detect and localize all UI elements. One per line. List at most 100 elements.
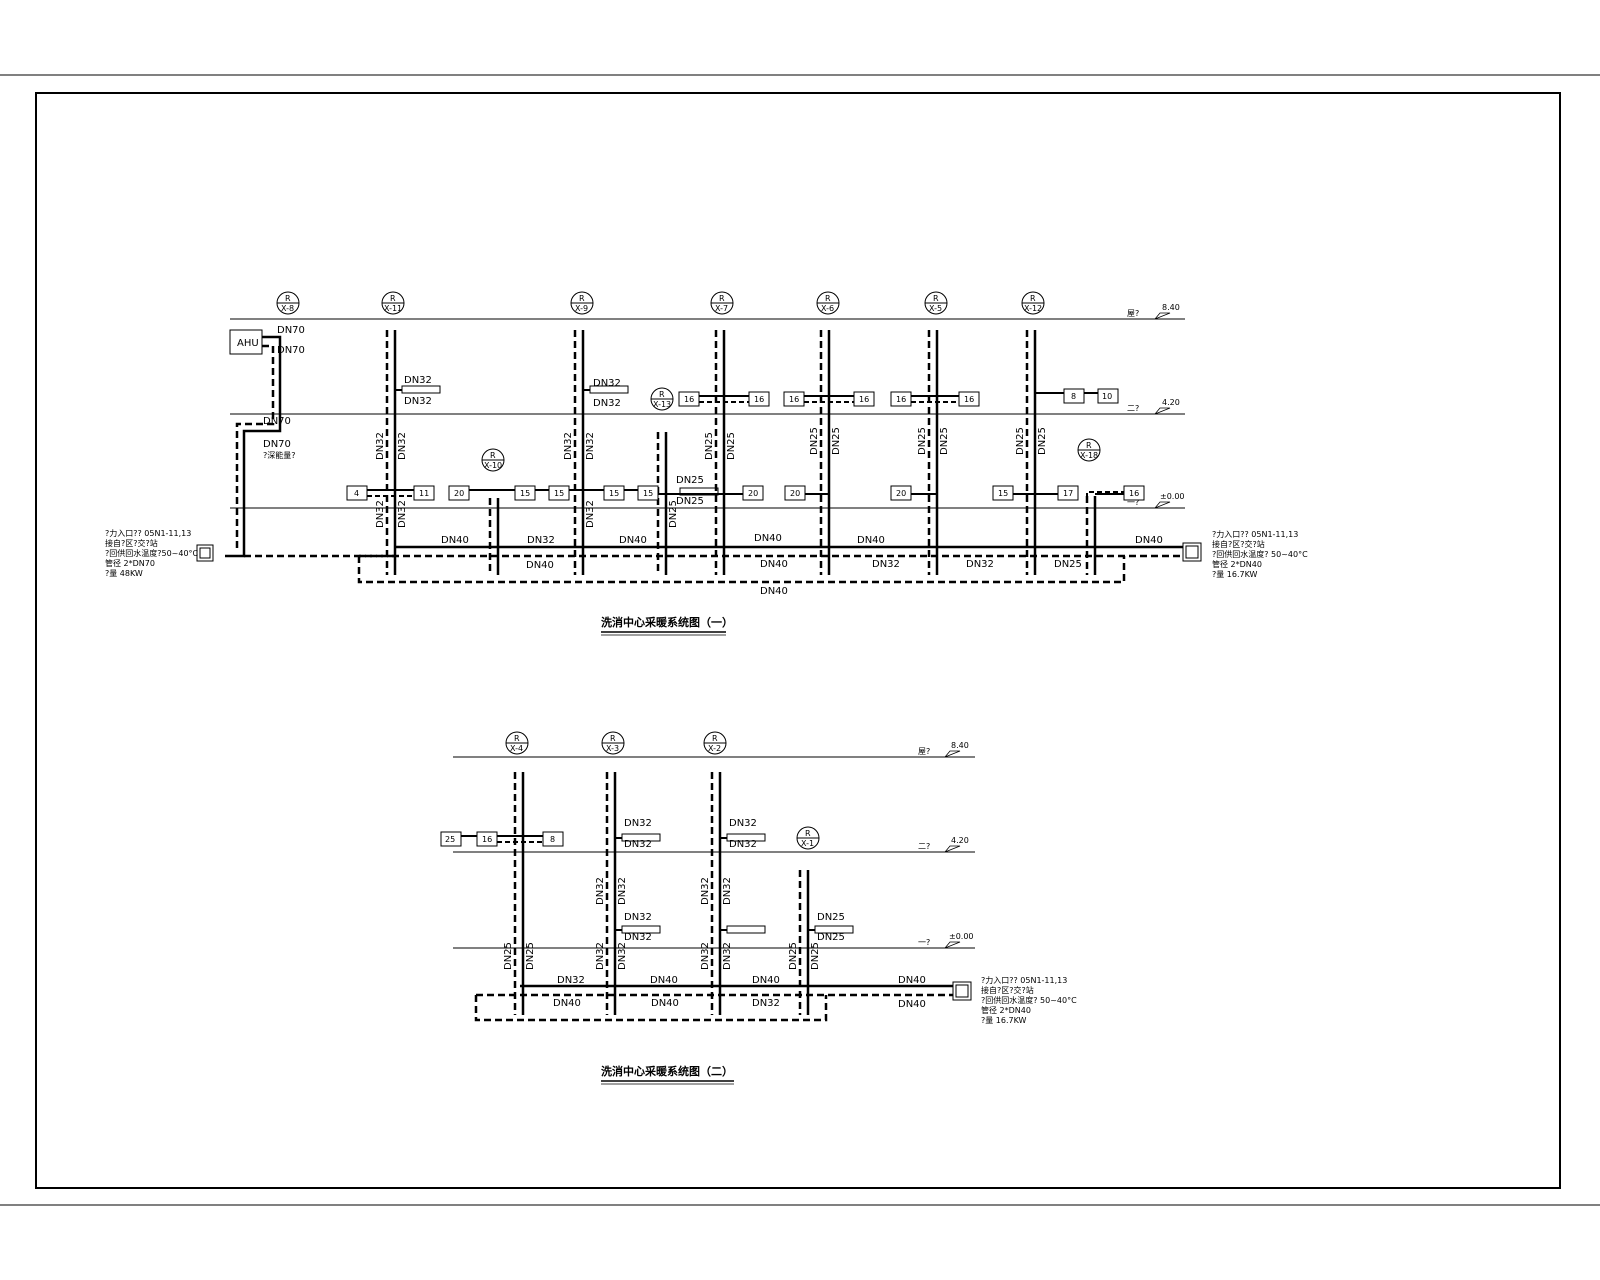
svg-text:DN32: DN32 <box>563 432 574 460</box>
svg-text:DN32: DN32 <box>404 375 432 386</box>
svg-text:8: 8 <box>1071 392 1076 401</box>
svg-text:±0.00: ±0.00 <box>949 932 974 941</box>
svg-text:±0.00: ±0.00 <box>1160 492 1185 501</box>
svg-text:二?: 二? <box>918 842 930 851</box>
svg-text:DN32: DN32 <box>722 942 733 970</box>
svg-text:?力入口?? 05N1-11,13: ?力入口?? 05N1-11,13 <box>1212 529 1298 539</box>
svg-text:DN32: DN32 <box>966 559 994 570</box>
riser-tag: R X-3 <box>601 731 625 755</box>
svg-text:X-4: X-4 <box>510 744 523 753</box>
svg-text:DN32: DN32 <box>595 877 606 905</box>
svg-text:X-11: X-11 <box>384 304 402 313</box>
svg-text:一?: 一? <box>918 938 930 947</box>
svg-text:管径 2*DN40: 管径 2*DN40 <box>981 1005 1031 1015</box>
svg-text:8: 8 <box>550 835 555 844</box>
svg-text:DN25: DN25 <box>676 475 704 486</box>
riser-tag: R X-5 <box>924 291 948 315</box>
diagram-1: 屋? 8.40 二? 4.20 一? ±0.00 R X-8 R X-11 <box>105 291 1308 636</box>
radiators: 25 16 8 <box>440 831 854 934</box>
svg-text:R: R <box>1086 441 1092 450</box>
svg-text:DN32: DN32 <box>700 942 711 970</box>
svg-text:DN70: DN70 <box>263 439 291 450</box>
svg-text:洗消中心采暖系统图（二）: 洗消中心采暖系统图（二） <box>601 1064 733 1078</box>
radiators-upper: 16 16 16 16 16 16 8 10 <box>395 385 1119 407</box>
svg-text:17: 17 <box>1063 489 1073 498</box>
svg-text:DN25: DN25 <box>809 427 820 455</box>
svg-text:洗消中心采暖系统图（一）: 洗消中心采暖系统图（一） <box>601 615 733 629</box>
svg-text:DN25: DN25 <box>817 932 845 943</box>
svg-text:16: 16 <box>789 395 799 404</box>
svg-text:R: R <box>719 294 725 303</box>
level-label: 屋? 8.40 <box>918 741 969 758</box>
riser-tag: R X-18 <box>1077 438 1101 462</box>
svg-text:DN25: DN25 <box>939 427 950 455</box>
svg-text:DN32: DN32 <box>593 378 621 389</box>
svg-text:X-9: X-9 <box>575 304 588 313</box>
svg-text:16: 16 <box>1129 489 1139 498</box>
svg-text:X-5: X-5 <box>929 304 942 313</box>
riser-tag: R X-2 <box>703 731 727 755</box>
pipe-labels: DN32 DN32 DN32 DN32 DN32 DN32 DN32 DN32 … <box>503 818 926 1010</box>
svg-text:R: R <box>805 829 811 838</box>
svg-text:DN40: DN40 <box>553 998 581 1009</box>
supply-main <box>244 545 1183 584</box>
svg-text:?回供回水温度?50~40°C: ?回供回水温度?50~40°C <box>105 548 199 558</box>
svg-text:20: 20 <box>790 489 800 498</box>
riser-pipes <box>385 330 1097 575</box>
svg-text:X-12: X-12 <box>1024 304 1042 313</box>
svg-text:DN40: DN40 <box>857 535 885 546</box>
riser-tag: R X-9 <box>570 291 594 315</box>
radiators-lower: 4 11 20 15 15 15 15 20 20 20 15 17 16 <box>346 485 1145 501</box>
svg-text:DN25: DN25 <box>668 500 679 528</box>
svg-text:DN32: DN32 <box>585 432 596 460</box>
svg-text:DN32: DN32 <box>557 975 585 986</box>
svg-text:16: 16 <box>859 395 869 404</box>
svg-text:R: R <box>514 734 520 743</box>
supply-main <box>474 984 953 1022</box>
svg-text:DN25: DN25 <box>726 432 737 460</box>
svg-text:X-8: X-8 <box>281 304 294 313</box>
svg-text:15: 15 <box>998 489 1008 498</box>
svg-text:X-6: X-6 <box>821 304 834 313</box>
svg-text:?深能量?: ?深能量? <box>263 450 296 460</box>
svg-text:DN25: DN25 <box>704 432 715 460</box>
svg-text:DN32: DN32 <box>404 396 432 407</box>
svg-text:DN40: DN40 <box>441 535 469 546</box>
svg-text:20: 20 <box>454 489 464 498</box>
svg-text:R: R <box>610 734 616 743</box>
svg-text:15: 15 <box>520 489 530 498</box>
svg-text:X-13: X-13 <box>653 400 671 409</box>
svg-text:X-2: X-2 <box>708 744 721 753</box>
svg-text:4.20: 4.20 <box>1162 398 1180 407</box>
svg-text:DN32: DN32 <box>617 877 628 905</box>
riser-tag: R X-4 <box>505 731 529 755</box>
diagram-title: 洗消中心采暖系统图（一） <box>601 615 733 636</box>
svg-text:?力入口?? 05N1-11,13: ?力入口?? 05N1-11,13 <box>981 975 1067 985</box>
svg-text:DN32: DN32 <box>700 877 711 905</box>
svg-text:DN32: DN32 <box>527 535 555 546</box>
svg-text:R: R <box>579 294 585 303</box>
svg-text:4: 4 <box>354 489 359 498</box>
svg-text:DN40: DN40 <box>760 586 788 597</box>
svg-text:DN32: DN32 <box>375 432 386 460</box>
svg-text:DN25: DN25 <box>831 427 842 455</box>
svg-text:8.40: 8.40 <box>951 741 969 750</box>
svg-text:X-10: X-10 <box>484 461 502 470</box>
svg-text:?回供回水温度? 50~40°C: ?回供回水温度? 50~40°C <box>1212 549 1308 559</box>
svg-text:DN40: DN40 <box>754 533 782 544</box>
svg-text:R: R <box>712 734 718 743</box>
svg-text:接自?区?交?站: 接自?区?交?站 <box>105 538 158 548</box>
inlet-right: ?力入口?? 05N1-11,13 接自?区?交?站 ?回供回水温度? 50~4… <box>1182 529 1308 579</box>
svg-text:11: 11 <box>419 489 429 498</box>
svg-text:X-1: X-1 <box>801 839 814 848</box>
svg-text:X-7: X-7 <box>715 304 728 313</box>
svg-text:X-3: X-3 <box>606 744 619 753</box>
svg-text:R: R <box>933 294 939 303</box>
svg-text:R: R <box>825 294 831 303</box>
level-label: 二? 4.20 <box>1127 398 1180 415</box>
svg-text:DN40: DN40 <box>526 560 554 571</box>
svg-text:DN32: DN32 <box>375 500 386 528</box>
svg-text:DN70: DN70 <box>277 325 305 336</box>
svg-text:DN70: DN70 <box>263 416 291 427</box>
svg-text:16: 16 <box>896 395 906 404</box>
